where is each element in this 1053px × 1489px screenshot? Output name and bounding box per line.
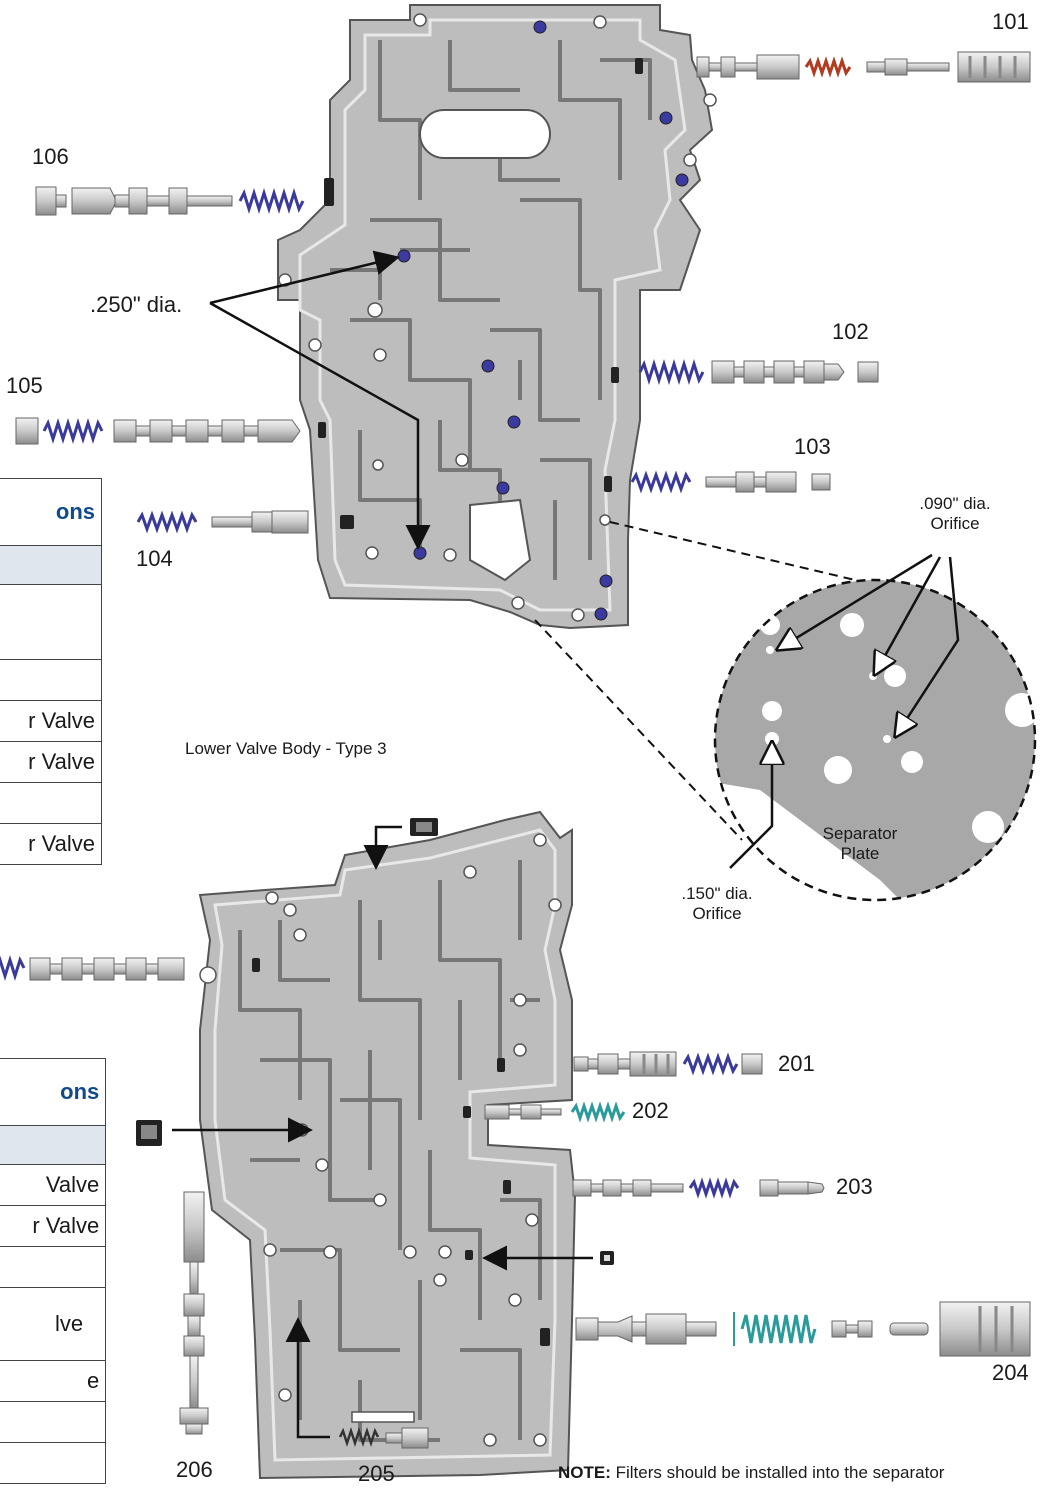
label-101: 101 (992, 9, 1029, 34)
table1-row (0, 782, 102, 824)
table1-row: r Valve (0, 700, 102, 742)
table1-band (0, 545, 102, 585)
label-106: 106 (32, 144, 69, 169)
valve-assembly-204 (575, 1301, 1031, 1357)
callout-150-line2: Orifice (692, 904, 742, 923)
table2-row: Valve (0, 1164, 107, 1206)
valve-assembly-105 (15, 417, 301, 445)
table1-row: r Valve (0, 823, 102, 865)
label-202: 202 (632, 1098, 669, 1123)
upper-caption: Lower Valve Body - Type 3 (185, 739, 387, 758)
label-203: 203 (836, 1174, 873, 1199)
lower-filter-callouts (136, 818, 614, 1439)
label-205: 205 (358, 1461, 395, 1486)
upper-slot-opening (419, 109, 551, 159)
footer-note: NOTE: Filters should be installed into t… (558, 1463, 944, 1483)
upper-holes (278, 13, 717, 622)
table2-row (0, 1401, 107, 1443)
table2-row: lve (0, 1287, 107, 1361)
valve-assembly-106 (35, 186, 305, 216)
upper-cavity (469, 498, 532, 582)
separator-line2: Plate (840, 844, 880, 863)
table1-header: ons (0, 478, 102, 546)
magnifier-leader-lines (534, 521, 856, 841)
separator-plate-label: Separator Plate (805, 824, 915, 864)
upper-filters (318, 58, 643, 529)
label-204: 204 (992, 1360, 1029, 1385)
table2-row (0, 1246, 107, 1288)
table2-row: r Valve (0, 1205, 107, 1247)
valve-assembly-205 (338, 1427, 429, 1449)
table2-row (0, 1442, 107, 1484)
label-206: 206 (176, 1457, 213, 1482)
valve-assembly-102 (638, 358, 879, 386)
lower-holes (199, 833, 562, 1447)
callout-250-arrows (209, 250, 431, 550)
lower-valve-body (198, 810, 577, 1480)
valve-assembly-101 (696, 51, 1031, 83)
valve-assembly-201 (573, 1051, 763, 1077)
table1-row (0, 584, 102, 660)
table2-row: e (0, 1360, 107, 1402)
label-102: 102 (832, 319, 869, 344)
callout-150-line1: .150" dia. (681, 884, 753, 903)
label-103: 103 (794, 434, 831, 459)
valve-assembly-103 (630, 470, 831, 494)
valve-assembly-104 (136, 510, 309, 534)
label-104: 104 (136, 546, 173, 571)
label-201: 201 (778, 1051, 815, 1076)
partial-table-1: ons r Valve r Valve r Valve (0, 478, 102, 865)
separator-line1: Separator (822, 824, 898, 843)
table1-row: r Valve (0, 741, 102, 783)
note-bold: NOTE: (558, 1463, 611, 1482)
callout-250-dia: .250" dia. (90, 292, 183, 317)
lower-filters (252, 958, 550, 1346)
valve-assembly-206 (179, 1191, 209, 1435)
valve-assembly-203 (572, 1177, 825, 1199)
valve-assembly-left-partial (0, 954, 185, 982)
lower-slot (351, 1411, 415, 1423)
note-text: Filters should be installed into the sep… (610, 1463, 945, 1482)
separator-plate-magnifier (713, 553, 1037, 902)
table1-row (0, 659, 102, 701)
upper-valve-body (277, 4, 717, 630)
table2-header: ons (0, 1058, 107, 1126)
valve-assembly-202 (484, 1101, 626, 1123)
label-105: 105 (6, 373, 43, 398)
callout-090-line1: .090" dia. (919, 494, 991, 513)
callout-150-dia: .150" dia. Orifice (662, 884, 772, 924)
callout-090-line2: Orifice (930, 514, 980, 533)
lower-channels (238, 860, 542, 1442)
callout-090-dia: .090" dia. Orifice (900, 494, 1010, 534)
table2-band (0, 1125, 107, 1165)
partial-table-2: ons Valve r Valve lve e (0, 1058, 107, 1484)
